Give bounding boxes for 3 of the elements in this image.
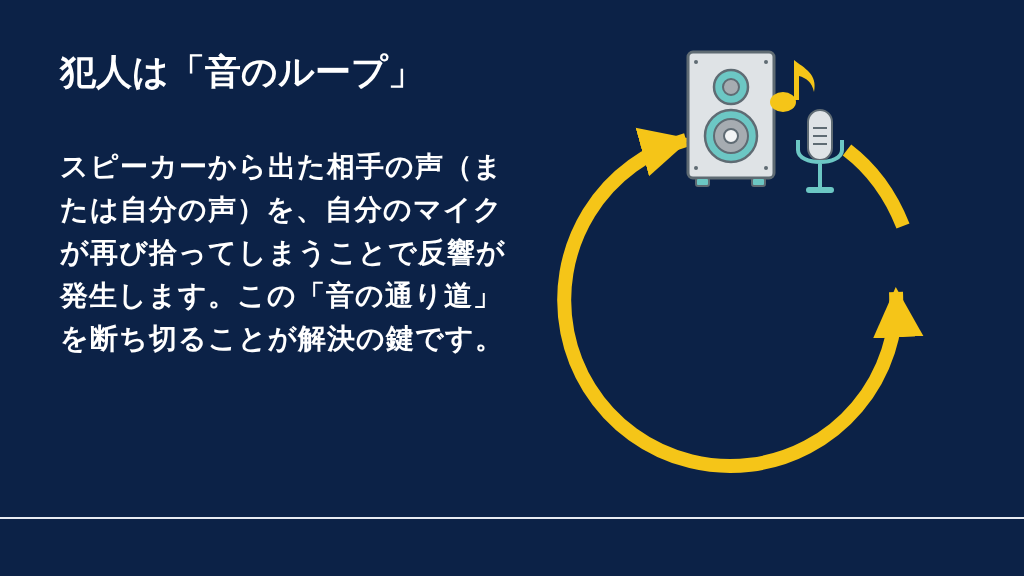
body-paragraph: スピーカーから出た相手の声（または自分の声）を、自分のマイクが再び拾ってしまうことで反響が発生します。この「音の通り道」を断ち切ることが解決の鍵です。 (60, 149, 507, 357)
slide-title: 犯人は「音のループ」 (60, 50, 424, 94)
loop-line (842, 144, 910, 229)
